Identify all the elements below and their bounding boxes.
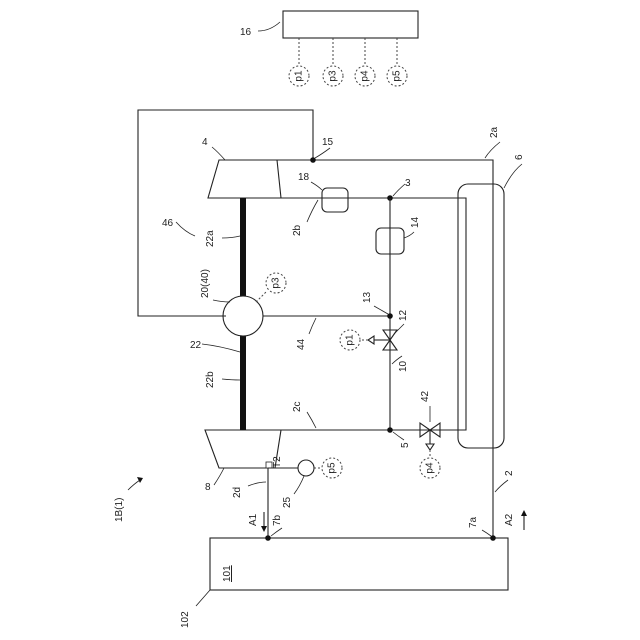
node-7b <box>265 535 271 541</box>
sensor-legend-p3-label: p3 <box>328 70 339 82</box>
leader-14 <box>404 232 414 238</box>
sensor-legend-p5-label: p5 <box>392 70 403 82</box>
label-18: 18 <box>298 172 310 183</box>
leader-44 <box>309 318 316 334</box>
sensor-p3-label: p3 <box>271 277 282 289</box>
node-7a <box>490 535 496 541</box>
sensor-legend-p4-label: p4 <box>360 70 371 82</box>
label-22a: 22a <box>205 230 216 247</box>
label-14: 14 <box>410 216 421 228</box>
leader-2 <box>495 480 508 492</box>
sensor-legend-p1-label: p1 <box>294 70 305 82</box>
leader-18 <box>311 182 322 190</box>
compressor-4 <box>208 160 281 198</box>
label-7b: 7b <box>272 514 283 526</box>
valve-42 <box>420 423 440 450</box>
leader-2b <box>307 200 318 222</box>
leader-25 <box>294 476 304 494</box>
sensor-legend-p1: p1 <box>289 66 309 86</box>
label-2b: 2b <box>292 224 303 236</box>
label-102: 102 <box>180 611 191 628</box>
heat-exchanger-6 <box>458 184 504 448</box>
label-20-40: 20(40) <box>200 269 211 298</box>
label-8: 8 <box>205 482 211 493</box>
flow-arrow-a2 <box>521 510 527 530</box>
label-2: 2 <box>504 470 515 476</box>
label-22b: 22b <box>205 371 216 388</box>
figure-label: 1B(1) <box>114 498 125 522</box>
leader-22b <box>222 379 240 380</box>
label-7a: 7a <box>468 516 479 528</box>
device-101 <box>210 538 508 590</box>
signal-p3 <box>256 292 266 302</box>
leader-2c <box>307 412 316 428</box>
leader-5 <box>393 432 404 440</box>
leader-12 <box>394 324 404 334</box>
label-13: 13 <box>362 291 373 303</box>
label-6: 6 <box>514 154 525 160</box>
sensor-p1-label: p1 <box>345 334 356 346</box>
sensor-legend-p5: p5 <box>387 66 407 86</box>
label-2a: 2a <box>489 126 500 138</box>
label-46: 46 <box>162 218 174 229</box>
leader-22 <box>202 344 240 352</box>
valve-12 <box>368 330 397 350</box>
label-3: 3 <box>405 178 411 189</box>
label-T2: T2 <box>272 456 283 468</box>
leader-2d <box>248 482 266 486</box>
label-42: 42 <box>420 390 431 402</box>
label-A2: A2 <box>504 513 515 526</box>
node-5 <box>387 427 393 433</box>
label-16: 16 <box>240 27 252 38</box>
label-25: 25 <box>282 496 293 508</box>
line-46 <box>138 110 313 316</box>
sensor-25 <box>298 460 314 476</box>
component-18 <box>322 188 348 212</box>
leader-7a <box>482 530 491 536</box>
label-15: 15 <box>322 137 334 148</box>
label-44: 44 <box>296 338 307 350</box>
node-13 <box>387 313 393 319</box>
leader-8 <box>214 468 224 485</box>
sensor-legend-p3: p3 <box>323 66 343 86</box>
leader-16 <box>258 22 280 31</box>
label-12: 12 <box>398 309 409 321</box>
sensor-p4-label: p4 <box>425 462 436 474</box>
label-A1: A1 <box>248 513 259 526</box>
label-10: 10 <box>398 360 409 372</box>
leader-2a <box>485 142 500 158</box>
label-4: 4 <box>202 137 208 148</box>
label-2c: 2c <box>292 401 303 412</box>
leader-20-40 <box>213 300 230 302</box>
node-15 <box>310 157 316 163</box>
label-101: 101 <box>222 565 233 582</box>
label-22: 22 <box>190 340 202 351</box>
label-5: 5 <box>400 442 411 448</box>
leader-7b <box>271 528 282 536</box>
line-2b <box>281 198 466 430</box>
leader-22a <box>222 236 240 238</box>
leader-6 <box>504 164 522 188</box>
sensor-p5-label: p5 <box>327 462 338 474</box>
leader-15 <box>315 148 330 158</box>
sensor-legend-p4: p4 <box>355 66 375 86</box>
controller-box <box>283 11 418 38</box>
leader-4 <box>212 147 225 160</box>
leader-102 <box>196 590 210 606</box>
flow-arrow-a1 <box>261 512 267 532</box>
leader-3 <box>393 184 405 196</box>
label-2d: 2d <box>232 487 243 498</box>
leader-13 <box>374 306 388 314</box>
figure-pointer-arrow <box>128 477 143 490</box>
leader-46 <box>176 222 195 236</box>
